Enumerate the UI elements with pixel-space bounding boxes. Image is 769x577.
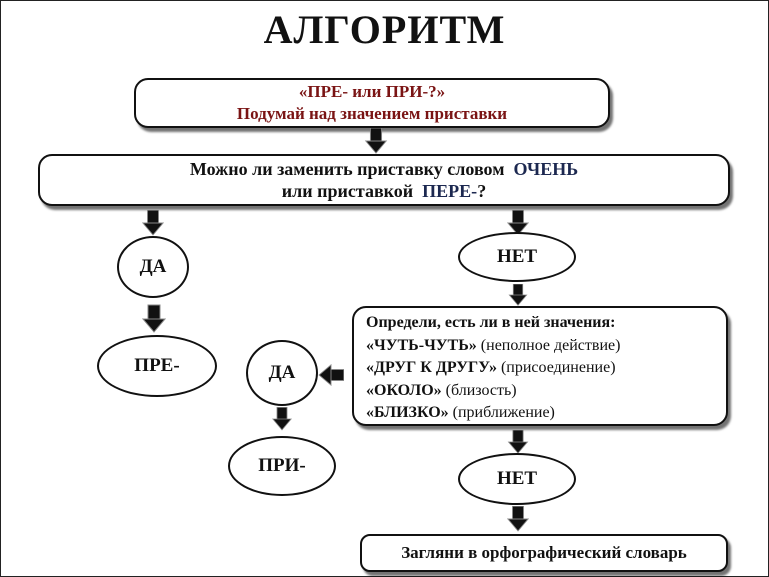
- meaning-item: «БЛИЗКО» (приближение): [366, 404, 555, 421]
- arrow-down-icon: [507, 430, 529, 454]
- meaning-item: «ДРУГ К ДРУГУ» (присоединение): [366, 359, 616, 376]
- arrow-down-icon: [364, 128, 388, 154]
- right-no-node: НЕТ: [458, 232, 576, 282]
- question-line-2: или приставкой ПЕРЕ-?: [281, 181, 487, 201]
- arrow-down-icon: [142, 302, 166, 336]
- top-box-question: «ПРЕ- или ПРИ-?»: [298, 82, 446, 101]
- meaning-item: «ОКОЛО» (близость): [366, 381, 517, 399]
- middle-yes-node: ДА: [246, 340, 318, 406]
- question-highlight-pere: ПЕРЕ-: [422, 181, 478, 201]
- question-box: Можно ли заменить приставку словом ОЧЕНЬ…: [38, 154, 730, 206]
- pri-result-node: ПРИ-: [228, 436, 336, 496]
- meanings-box: Определи, есть ли в ней значения: «ЧУТЬ-…: [352, 306, 728, 426]
- question-line-1: Можно ли заменить приставку словом ОЧЕНЬ: [189, 159, 579, 179]
- top-box: «ПРЕ- или ПРИ-?» Подумай над значением п…: [134, 78, 610, 128]
- arrow-left-icon: [318, 364, 344, 386]
- top-box-hint: Подумай над значением приставки: [236, 104, 508, 123]
- arrow-down-icon: [142, 210, 164, 236]
- right-no-node-2: НЕТ: [458, 453, 576, 505]
- arrow-down-icon: [507, 506, 529, 532]
- arrow-down-icon: [507, 284, 529, 306]
- arrow-down-icon: [272, 407, 292, 431]
- left-yes-node: ДА: [117, 236, 189, 298]
- meanings-header: Определи, есть ли в ней значения:: [366, 314, 616, 331]
- final-box: Загляни в орфографический словарь: [360, 534, 728, 572]
- question-highlight-ochen: ОЧЕНЬ: [513, 159, 579, 179]
- pre-result-node: ПРЕ-: [97, 335, 217, 397]
- meaning-item: «ЧУТЬ-ЧУТЬ» (неполное действие): [366, 336, 621, 354]
- page-title: АЛГОРИТМ: [263, 7, 506, 52]
